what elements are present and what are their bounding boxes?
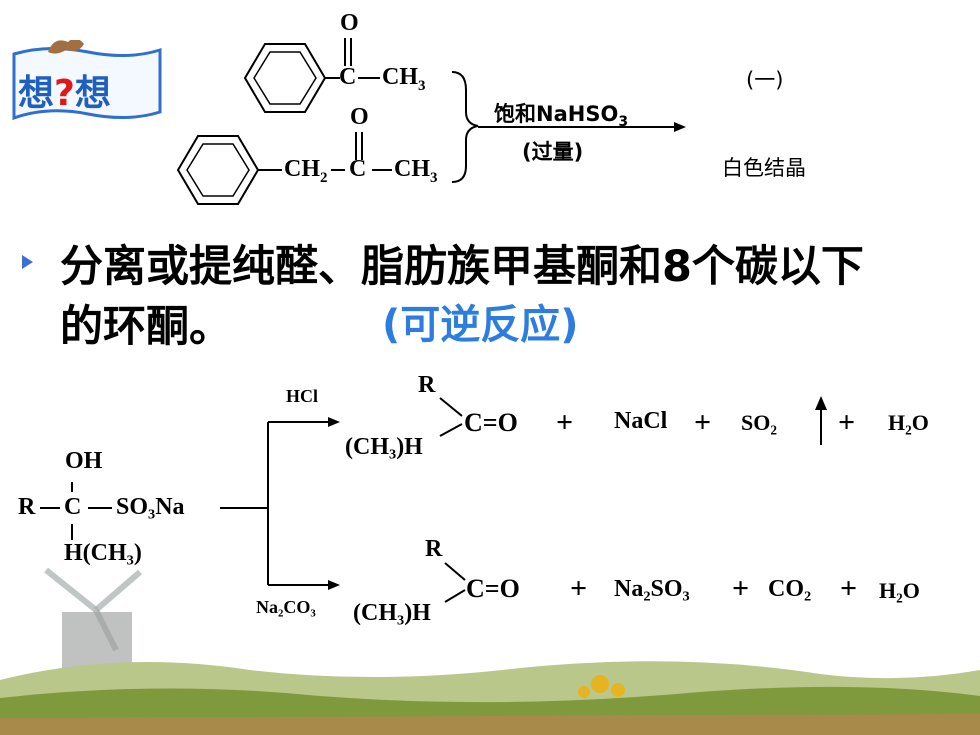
reactant-so3na: SO₃Na [116,494,185,520]
lower-h: (CH₃)H [353,600,431,626]
upper-plus-2: + [694,406,712,439]
lower-product-water: H₂O [879,578,920,603]
reversible-reaction-label: (可逆反应) [382,302,579,348]
lower-carbonyl: C=O [466,574,520,603]
mol2-oxygen: O [350,104,369,130]
upper-carbonyl: C=O [464,408,518,437]
main-text-line2: 的环酮。 [60,302,232,352]
mol2-carbon: C [349,156,367,182]
reagent-nahso3: 饱和NaHSO3 [494,102,629,131]
upper-product-nacl: NaCl [614,408,668,434]
upper-product-water: H₂O [888,410,929,435]
mol2-methylene: CH2 [284,156,328,186]
mol1-methyl: CH3 [382,64,426,94]
think-badge [12,40,162,121]
lower-r: R [425,536,443,562]
reactant-carbon: C [64,494,82,520]
lower-plus-1: + [570,572,588,605]
lower-product-co2: CO₂ [768,576,812,602]
reactant-r: R [18,494,36,520]
reagent-hcl: HCl [286,386,319,406]
upper-h: (CH₃)H [345,434,423,460]
sunflower-icon [591,675,609,693]
reagent-na2co3: Na₂CO₃ [256,597,316,617]
product-white-crystal: 白色结晶 [722,156,806,180]
bottom-reaction-lines [40,396,827,603]
think-badge-text: 想?想 [18,73,111,114]
bullet-icon [22,255,33,269]
upper-plus-3: + [838,406,856,439]
reactant-oh: OH [65,448,103,474]
top-reaction-structures [176,38,686,205]
main-text-line1: 分离或提纯醛、脂肪族甲基酮和8个碳以下 [60,242,864,292]
upper-plus-1: + [556,406,574,439]
lower-product-na2so3: Na₂SO₃ [614,576,690,602]
squirrel-icon [48,40,84,54]
reactant-h: H(CH₃) [64,540,142,566]
upper-product-so2: SO₂ [741,410,777,435]
landscape-footer [0,661,980,735]
condition-excess: (过量) [522,140,584,164]
lower-plus-2: + [732,572,750,605]
mol1-carbon: C [339,64,357,90]
mol2-methyl: CH3 [394,156,438,186]
upper-r: R [418,372,436,398]
mol1-oxygen: O [340,10,359,36]
result-label: (一) [746,68,784,92]
lower-plus-3: + [840,572,858,605]
